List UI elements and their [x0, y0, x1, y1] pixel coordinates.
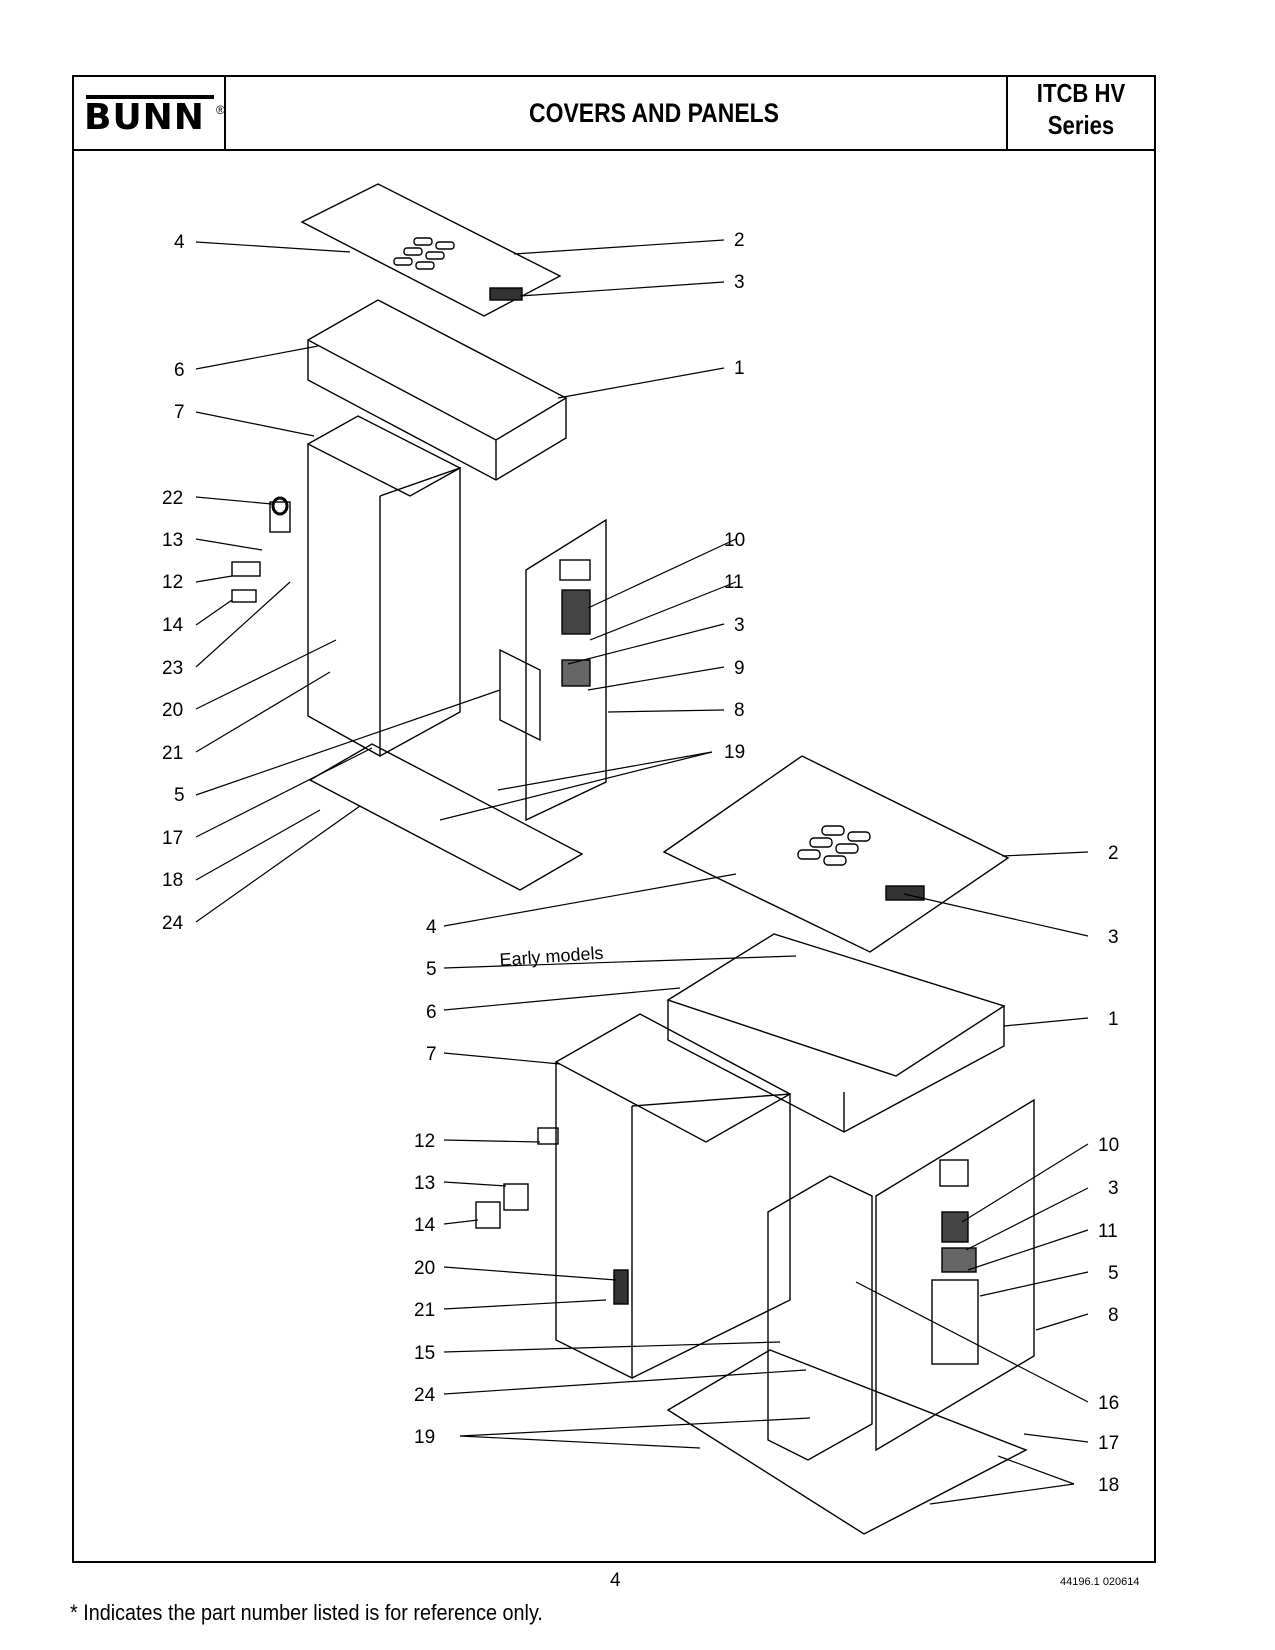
callout-number: 21 — [414, 1300, 435, 1321]
callout-number: 8 — [1108, 1305, 1119, 1326]
upper-decal-13 — [269, 501, 291, 533]
lower-label-plate — [885, 885, 925, 901]
model-series: Series — [1047, 110, 1115, 140]
lower-decal-13 — [503, 1183, 529, 1211]
callout-number: 5 — [1108, 1263, 1119, 1284]
callout-number: 6 — [426, 1002, 437, 1023]
callout-number: 4 — [426, 917, 437, 938]
callout-number: 14 — [162, 615, 184, 636]
lower-base-plate — [666, 1349, 1028, 1535]
lower-callout-labels: 2 4 3 5 6 1 7 12 10 13 3 14 11 20 5 21 8… — [414, 843, 1119, 1496]
callout-number: 4 — [174, 232, 185, 253]
callout-number: 6 — [174, 360, 185, 381]
callout-number: 18 — [1098, 1475, 1119, 1496]
callout-number: 21 — [162, 743, 183, 764]
callout-number: 15 — [414, 1343, 435, 1364]
callout-number: 19 — [414, 1427, 435, 1448]
callout-number: 20 — [162, 700, 183, 721]
logo-bar — [86, 95, 214, 99]
callout-number: 14 — [414, 1215, 436, 1236]
callout-number: 1 — [1108, 1009, 1119, 1030]
callout-number: 3 — [1108, 1178, 1119, 1199]
callout-number: 3 — [1108, 927, 1119, 948]
callout-number: 13 — [414, 1173, 435, 1194]
lower-rear-panel — [875, 1098, 1035, 1452]
upper-assembly — [231, 183, 607, 891]
callout-number: 24 — [414, 1385, 436, 1406]
bunn-logo: BUNN — [84, 97, 205, 138]
lower-decal-12 — [537, 1127, 559, 1145]
lower-assembly — [475, 755, 1035, 1535]
header: BUNN ® COVERS AND PANELS ITCB HV Series — [74, 77, 1154, 151]
callout-number: 19 — [724, 742, 745, 763]
callout-number: 12 — [162, 572, 183, 593]
callout-number: 17 — [162, 828, 183, 849]
callout-number: 9 — [734, 658, 745, 679]
lower-vent-slots — [797, 825, 871, 866]
callout-number: 1 — [734, 358, 745, 379]
callout-number: 12 — [414, 1131, 435, 1152]
early-models-note: Early models — [499, 943, 604, 970]
upper-label-5 — [499, 648, 541, 742]
callout-number: 16 — [1098, 1393, 1119, 1414]
callout-number: 2 — [1108, 843, 1119, 864]
callout-number: 10 — [1098, 1135, 1119, 1156]
model-cell: ITCB HV Series — [1006, 77, 1154, 149]
model-name: ITCB HV — [1036, 78, 1126, 108]
callout-number: 10 — [724, 530, 745, 551]
upper-grommet-22 — [271, 496, 289, 516]
callout-number: 3 — [734, 272, 745, 293]
upper-label-plate — [489, 287, 523, 301]
registered-mark: ® — [216, 103, 225, 117]
page-number: 4 — [610, 1570, 621, 1591]
side-panel-window — [559, 559, 591, 581]
lower-decal-14 — [475, 1201, 501, 1229]
upper-callout-labels: 4 2 3 6 1 7 22 13 10 12 11 14 3 23 9 20 … — [162, 230, 745, 934]
callout-number: 5 — [174, 785, 185, 806]
upper-decal-12 — [231, 561, 261, 577]
callout-number: 18 — [162, 870, 183, 891]
page-title: COVERS AND PANELS — [529, 98, 779, 128]
callout-number: 17 — [1098, 1433, 1119, 1454]
side-panel-warning-label — [561, 589, 591, 635]
upper-decal-14 — [231, 589, 257, 603]
callout-number: 22 — [162, 488, 183, 509]
upper-vent-slots — [393, 237, 455, 270]
callout-number: 7 — [426, 1044, 437, 1065]
upper-box-top — [306, 299, 568, 441]
upper-base-plate — [308, 743, 584, 891]
leader-lines — [195, 239, 1089, 1505]
callout-number: 20 — [414, 1258, 435, 1279]
callout-number: 3 — [734, 615, 745, 636]
callout-number: 24 — [162, 913, 184, 934]
document-code: 44196.1 020614 — [1060, 1576, 1140, 1588]
callout-number: 8 — [734, 700, 745, 721]
callout-number: 2 — [734, 230, 745, 251]
callout-number: 7 — [174, 402, 185, 423]
callout-number: 11 — [724, 572, 744, 593]
callout-number: 5 — [426, 959, 437, 980]
callout-number: 23 — [162, 658, 183, 679]
callout-number: 13 — [162, 530, 183, 551]
lower-switch-20 — [613, 1269, 629, 1305]
reference-footnote: * Indicates the part number listed is fo… — [70, 1600, 543, 1625]
logo-cell: BUNN ® — [74, 77, 226, 149]
callout-number: 11 — [1098, 1221, 1118, 1242]
lower-top-cover — [662, 755, 1010, 953]
upper-top-cover — [300, 183, 562, 317]
page-frame: BUNN ® COVERS AND PANELS ITCB HV Series — [72, 75, 1156, 1563]
